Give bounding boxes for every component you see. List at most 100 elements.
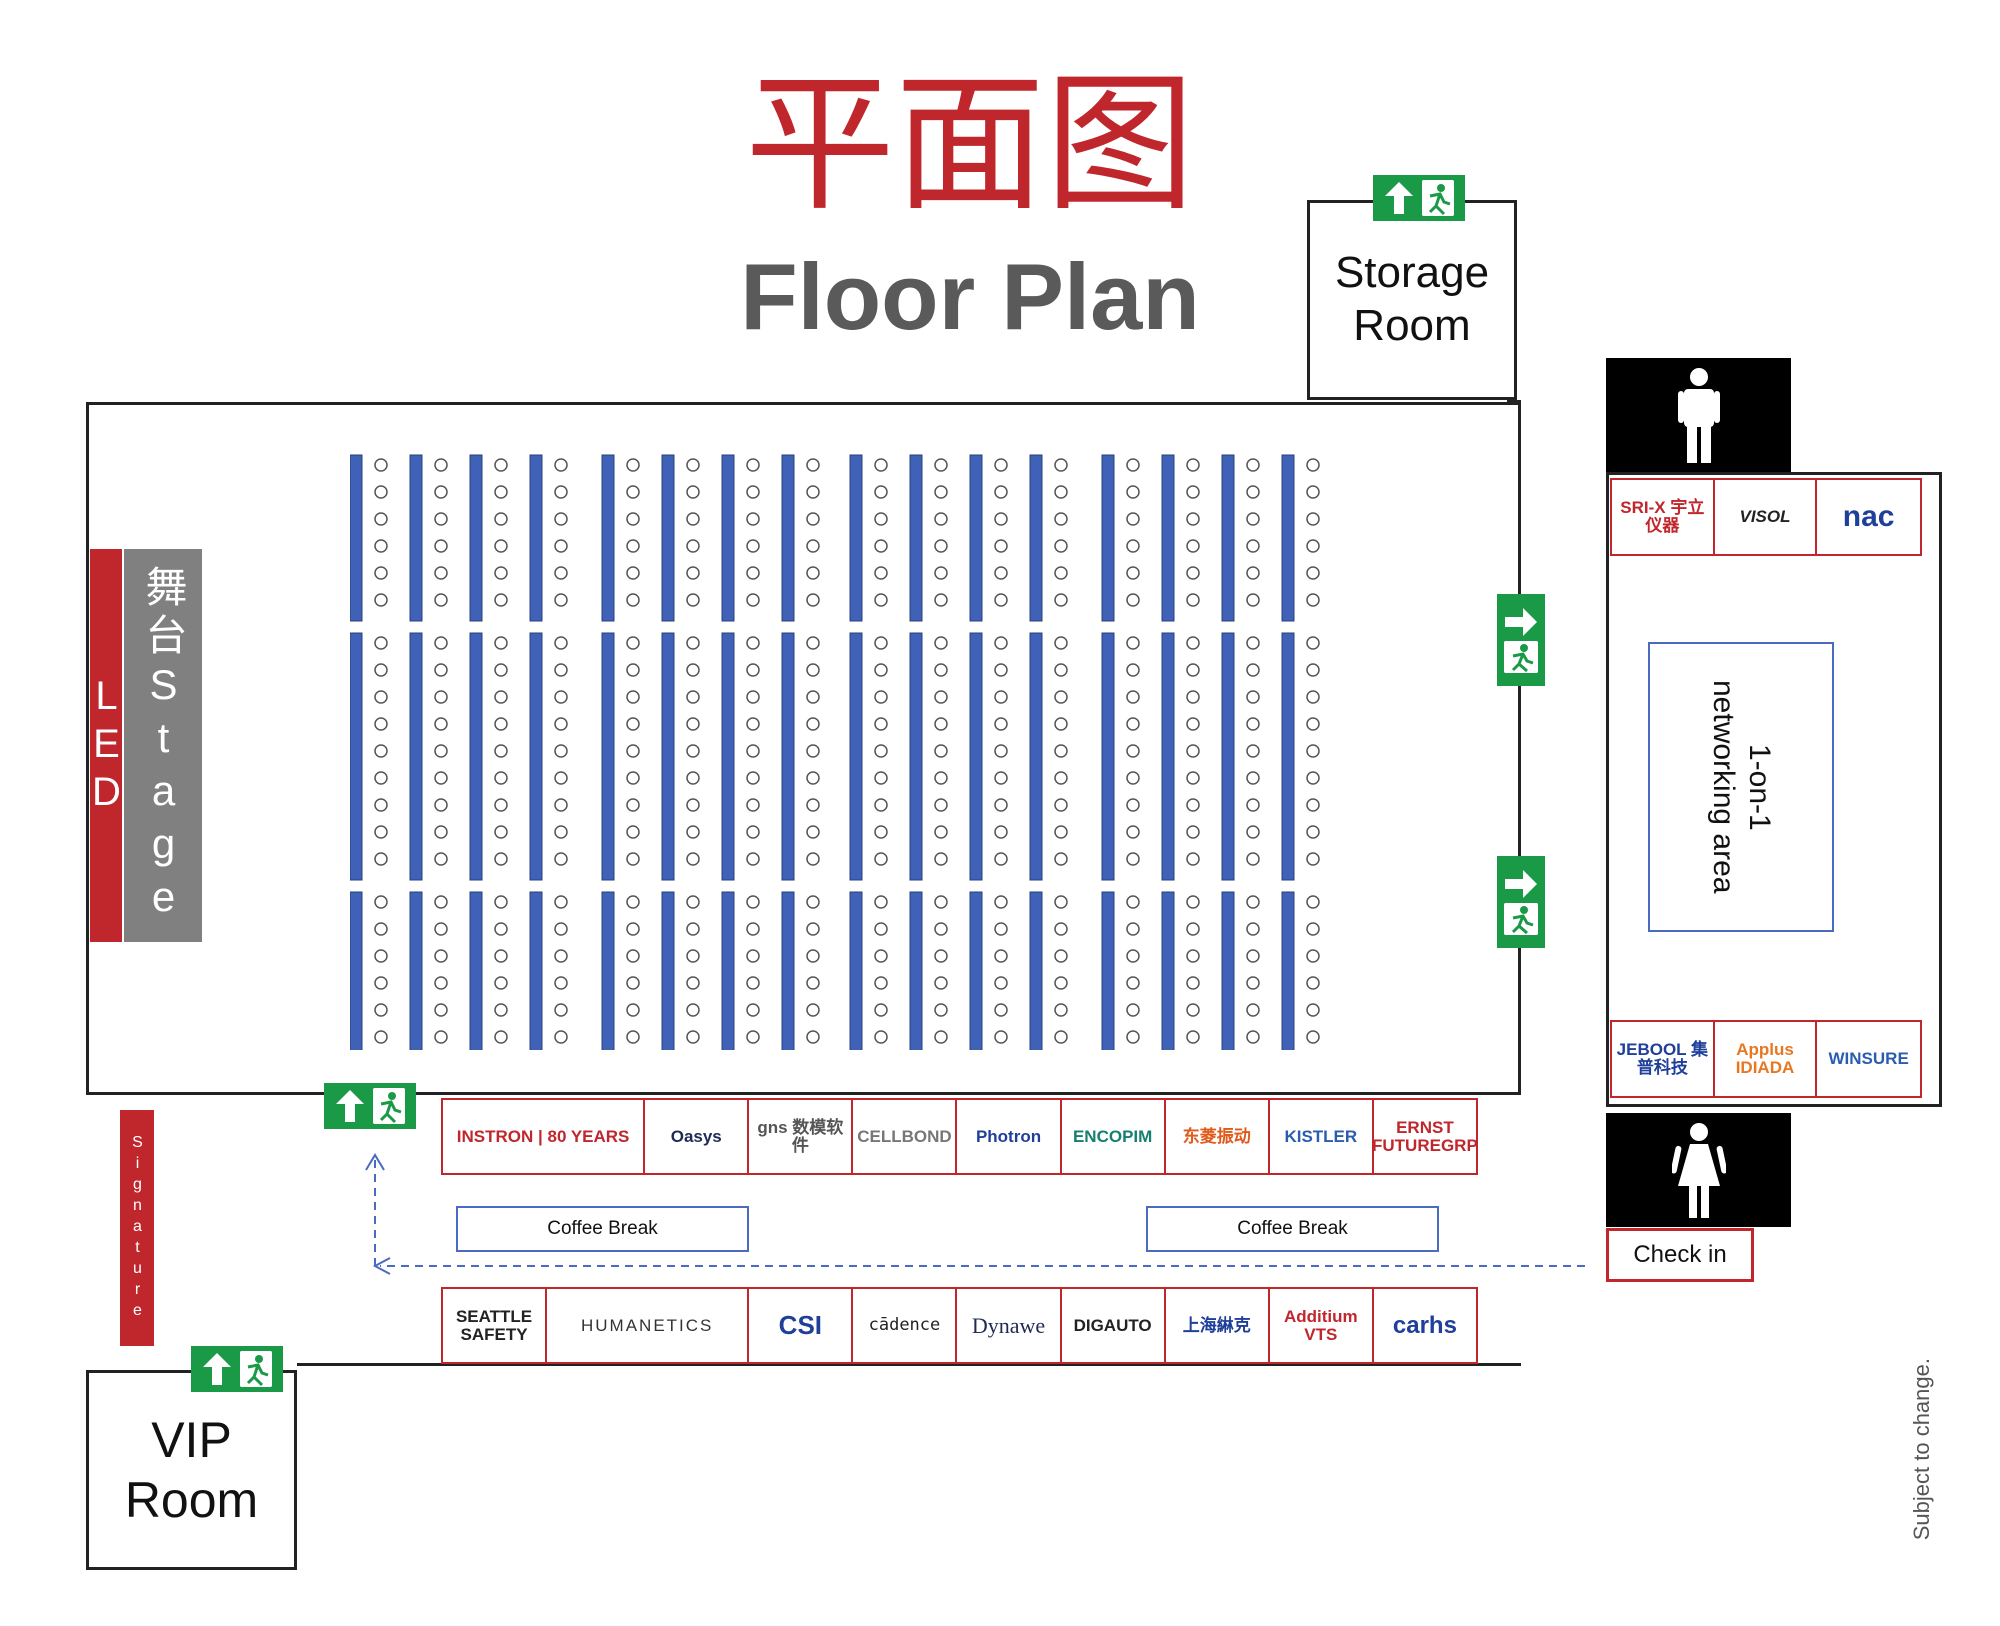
chair — [554, 922, 568, 936]
chair — [1306, 1003, 1320, 1017]
booth: Photron — [957, 1100, 1062, 1173]
chair — [934, 852, 948, 866]
corridor-wall — [297, 1363, 1521, 1366]
chair — [686, 512, 700, 526]
sponsor-grid-bottom: JEBOOL 集普科技 Applus IDIADA WINSURE — [1610, 1020, 1922, 1098]
chair — [494, 976, 508, 990]
chair — [1306, 539, 1320, 553]
table — [529, 632, 543, 881]
table — [1101, 632, 1115, 881]
disclaimer-note: Subject to change. — [1905, 1320, 1945, 1540]
chair — [934, 949, 948, 963]
chair — [1126, 798, 1140, 812]
table — [909, 891, 923, 1050]
chair — [686, 458, 700, 472]
chair — [874, 771, 888, 785]
sponsor-booth: JEBOOL 集普科技 — [1612, 1022, 1715, 1096]
storage-room-label: Storage Room — [1334, 248, 1490, 350]
chair — [1126, 976, 1140, 990]
chair — [1246, 825, 1260, 839]
chair — [1126, 636, 1140, 650]
chair — [1054, 744, 1068, 758]
chair — [434, 744, 448, 758]
chair — [626, 593, 640, 607]
chair — [934, 1003, 948, 1017]
chair — [994, 976, 1008, 990]
booth: Dynawe — [957, 1289, 1062, 1362]
chair — [806, 539, 820, 553]
chair — [746, 593, 760, 607]
chair — [994, 1030, 1008, 1044]
chair — [554, 852, 568, 866]
chair — [686, 825, 700, 839]
chair — [1246, 717, 1260, 731]
chair — [686, 976, 700, 990]
networking-label: 1-on-1 networking area — [1707, 680, 1776, 894]
chair — [874, 1003, 888, 1017]
chair — [1186, 512, 1200, 526]
running-man-icon — [1504, 903, 1538, 935]
chair — [1126, 744, 1140, 758]
booth: carhs — [1392, 1311, 1457, 1339]
signature-wall: Signature — [120, 1110, 154, 1346]
chair — [1054, 566, 1068, 580]
chair — [994, 593, 1008, 607]
chair — [434, 690, 448, 704]
chair — [1246, 593, 1260, 607]
chair — [626, 825, 640, 839]
emergency-exit-sign — [324, 1083, 416, 1129]
chair — [494, 1030, 508, 1044]
chair — [1054, 922, 1068, 936]
chair — [1186, 895, 1200, 909]
coffee-break-area: Coffee Break — [456, 1206, 749, 1252]
chair — [374, 539, 388, 553]
chair — [434, 539, 448, 553]
booth: CELLBOND — [853, 1100, 958, 1173]
chair — [494, 512, 508, 526]
chair — [1306, 744, 1320, 758]
chair — [934, 922, 948, 936]
chair — [806, 1030, 820, 1044]
chair — [874, 485, 888, 499]
table — [409, 454, 423, 622]
chair — [1246, 922, 1260, 936]
chair — [934, 485, 948, 499]
chair — [1126, 771, 1140, 785]
chair — [874, 922, 888, 936]
chair — [1186, 949, 1200, 963]
path-arrowhead-left — [372, 1257, 391, 1275]
chair — [1126, 690, 1140, 704]
chair — [554, 771, 568, 785]
table — [1161, 454, 1175, 622]
table — [350, 632, 363, 881]
chair — [806, 1003, 820, 1017]
chair — [374, 949, 388, 963]
chair — [626, 539, 640, 553]
chair — [434, 825, 448, 839]
chair — [806, 798, 820, 812]
chair — [874, 1030, 888, 1044]
chair — [746, 825, 760, 839]
chair — [374, 922, 388, 936]
chair — [746, 512, 760, 526]
table — [661, 891, 675, 1050]
booth: 上海綝克 — [1166, 1289, 1270, 1362]
chair — [1054, 593, 1068, 607]
chair — [1246, 771, 1260, 785]
networking-area: 1-on-1 networking area — [1648, 642, 1834, 932]
chair — [1126, 717, 1140, 731]
booth: gns 数模软件 — [749, 1100, 854, 1173]
chair — [874, 636, 888, 650]
chair — [554, 663, 568, 677]
chair — [374, 744, 388, 758]
chair — [1126, 566, 1140, 580]
chair — [934, 1030, 948, 1044]
chair — [874, 566, 888, 580]
table — [601, 632, 615, 881]
men-restroom — [1606, 358, 1791, 472]
chair — [494, 825, 508, 839]
coffee-break-area: Coffee Break — [1146, 1206, 1439, 1252]
table — [781, 632, 795, 881]
chair — [1306, 485, 1320, 499]
table — [469, 632, 483, 881]
